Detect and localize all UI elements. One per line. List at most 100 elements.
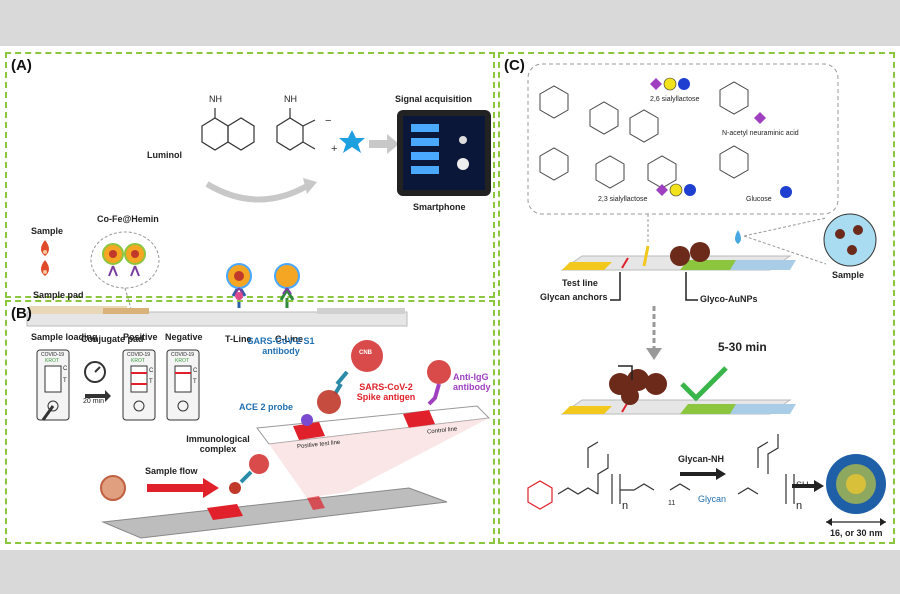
sample-drop-icon — [735, 230, 741, 244]
positive-cassette — [122, 349, 156, 421]
time-label: 20 min — [83, 398, 105, 405]
signal-acquisition-label: Signal acquisition — [395, 94, 473, 104]
luminol-structure — [201, 108, 255, 151]
glycan-anchors-label: Glycan anchors — [540, 292, 608, 302]
panel-a: (A) − + — [5, 52, 495, 344]
sample-pad-label: Sample pad — [33, 290, 84, 300]
polymer-backbone — [557, 434, 795, 504]
neu5ac-symbol — [754, 112, 766, 124]
sialyllactose-26-label: 2,6 sialyllactose — [650, 96, 700, 103]
time-label-c: 5-30 min — [718, 340, 767, 354]
absorbent-pad — [317, 308, 405, 314]
n-label-1: n — [622, 500, 629, 512]
reaction-arrow-glycan — [680, 468, 726, 480]
glyco-aunps-label: Glyco-AuNPs — [700, 294, 758, 304]
sh-label: SH — [796, 480, 809, 490]
immuno-complex-label: Immunological complex — [186, 434, 250, 454]
figure-sheet: (A) − + — [0, 46, 900, 550]
sample-zoom — [823, 213, 877, 267]
sample-flow-arrow — [147, 478, 219, 498]
n-label-2: n — [796, 500, 803, 512]
panel-b-label: (B) — [11, 305, 32, 322]
c-line-antibody — [274, 263, 300, 308]
svg-text:+: + — [331, 143, 337, 155]
neu5ac-label: N-acetyl neuraminic acid — [722, 130, 799, 137]
sialyllactose-23-symbols — [656, 183, 696, 197]
timer-icon — [84, 361, 111, 402]
arrow-to-phone — [369, 134, 399, 154]
negative-label: Negative — [165, 332, 203, 342]
panel-b: (B) — [5, 300, 495, 544]
cassette-sub-negative: KROT — [175, 358, 189, 364]
luminol-label: Luminol — [147, 150, 182, 160]
spike-antigen-icon — [317, 390, 341, 414]
sialyllactose-26-symbols — [650, 77, 690, 91]
check-icon — [680, 366, 728, 402]
glycan-structures-box — [527, 63, 839, 215]
glucose-symbol — [780, 186, 792, 198]
reaction-arrow-np — [792, 480, 824, 492]
t-line-antibody — [226, 263, 252, 308]
cassette-title-negative: COVID-19 — [171, 352, 195, 358]
anti-igg-label: Anti-IgG antibody — [453, 372, 491, 392]
aunp-1 — [670, 246, 690, 266]
eleven-label: 11 — [668, 500, 676, 507]
strip-base — [26, 311, 408, 327]
conjugate-pad-label: Conjugate pad — [81, 334, 144, 344]
cnb-particle — [351, 340, 383, 372]
panel-c: (C) — [498, 52, 895, 544]
cassette-title-loading: COVID-19 — [41, 352, 65, 358]
co-fe-hemin-label: Co-Fe@Hemin — [97, 214, 159, 224]
panel-c-graphics — [527, 63, 886, 526]
smartphone-label: Smartphone — [413, 202, 466, 212]
c-line-label: C-Line — [275, 334, 303, 344]
smartphone-icon — [397, 110, 491, 196]
glycan-label: Glycan — [698, 494, 727, 504]
light-burst-icon — [339, 130, 365, 153]
product-nh2-label: NH — [284, 94, 297, 104]
t-mark-loading: T — [63, 378, 67, 384]
nanozyme-zoom — [90, 231, 160, 289]
glucose-label: Glucose — [746, 196, 772, 203]
complex-particle — [249, 454, 269, 474]
s1-antibody-label: SARS-CoV-2 S1 antibody — [247, 336, 315, 356]
virus-icon — [100, 475, 126, 501]
sample-label: Sample — [31, 226, 64, 236]
test-line-label: Test line — [562, 278, 598, 288]
t-line-label: T-Line — [225, 334, 252, 344]
panel-a-label: (A) — [11, 57, 32, 74]
aunp-2 — [690, 242, 710, 262]
t-mark-negative: T — [193, 379, 197, 385]
ace2-probe-icon — [301, 414, 313, 426]
aminophthalate-structure — [276, 108, 316, 151]
spike-antigen-label: SARS-CoV-2 Spike antigen — [356, 382, 416, 402]
panel-c-label: (C) — [504, 57, 525, 74]
cnb-label: CNB — [359, 350, 372, 356]
cassette-sub-loading: KROT — [45, 358, 59, 364]
svg-text:−: − — [325, 115, 331, 127]
sample-loading-label: Sample loading — [31, 332, 98, 342]
size-label: 16, or 30 nm — [830, 528, 883, 538]
positive-label: Positive — [123, 332, 158, 342]
reaction-arrow — [205, 181, 309, 203]
main-strip — [101, 487, 448, 539]
sample-loading-cassette — [36, 349, 70, 421]
luminol-nh2-label: NH — [209, 94, 222, 104]
cassette-sub-positive: KROT — [131, 358, 145, 364]
anti-igg-particle — [427, 360, 451, 384]
sample-pad — [29, 306, 127, 314]
c-mark-negative: C — [193, 368, 198, 374]
conjugate-pad — [103, 308, 149, 314]
sample-drops-icon — [41, 240, 49, 276]
c-mark-positive: C — [149, 368, 154, 374]
t-mark-positive: T — [149, 379, 153, 385]
panel-b-graphics — [36, 340, 491, 539]
glycan-nh2-label: Glycan-NH — [678, 454, 725, 464]
zoom-beam — [269, 418, 489, 498]
ace2-label: ACE 2 probe — [239, 402, 294, 412]
negative-cassette — [166, 349, 200, 421]
sample-label-c: Sample — [832, 270, 865, 280]
sialyllactose-23-label: 2,3 sialyllactose — [598, 196, 648, 203]
cassette-title-positive: COVID-19 — [127, 352, 151, 358]
pentafluorophenyl-ester — [527, 480, 553, 510]
